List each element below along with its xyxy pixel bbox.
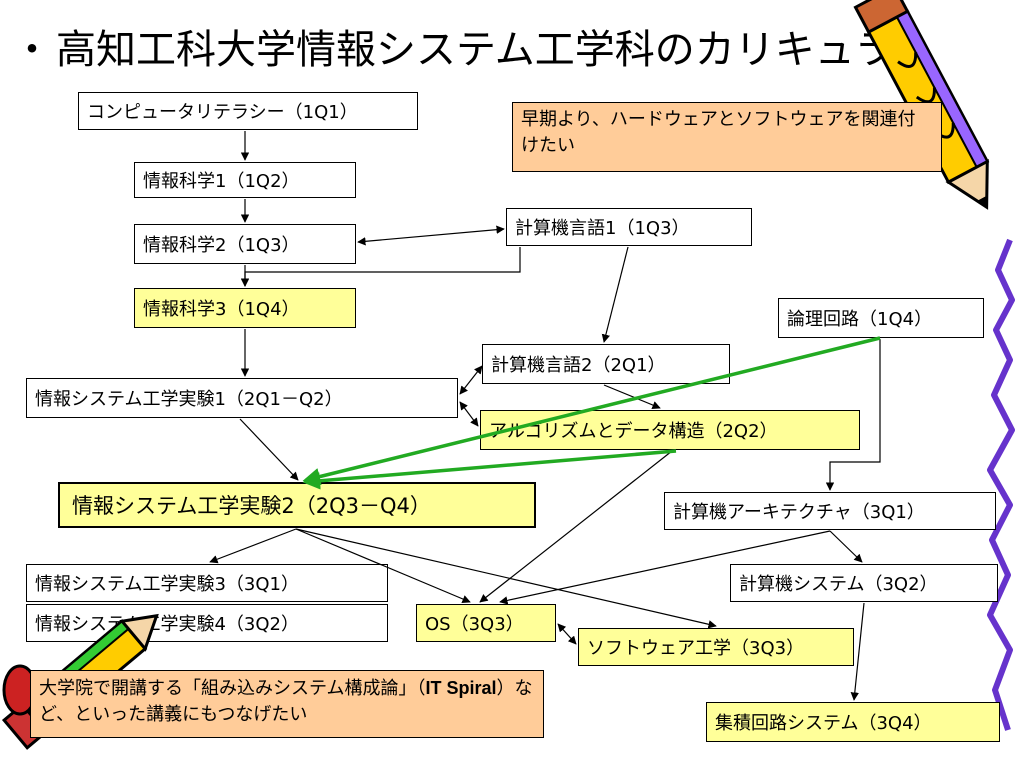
course-info-science-3: 情報科学3（1Q4）: [134, 288, 356, 328]
arrow-sys-to-ic: [850, 602, 865, 701]
note-top-text: 早期より、ハードウェアとソフトウェアを関連付けたい: [521, 109, 916, 156]
course-computer-language-1: 計算機言語1（1Q3）: [506, 208, 752, 246]
arrow-arch-to-sys: [829, 530, 863, 563]
course-experiment-2: 情報システム工学実験2（2Q3－Q4）: [58, 482, 536, 528]
course-computer-literacy: コンピュータリテラシー（1Q1）: [78, 92, 418, 130]
course-computer-language-2: 計算機言語2（2Q1）: [482, 344, 730, 384]
title-text: 高知工科大学情報システム工学科のカリキュラム: [56, 27, 934, 73]
course-info-science-1: 情報科学1（1Q2）: [134, 162, 356, 198]
arrow-lang1-to-lang2: [601, 246, 629, 343]
note-bottom-text-1: 大学院で開講する「組み込みシステム構成論」（: [39, 678, 426, 699]
green-arrow-algo-to-exp2: [302, 449, 677, 490]
arrow-exp1-algo: [459, 401, 479, 427]
course-experiment-3: 情報システム工学実験3（3Q1）: [26, 564, 388, 602]
course-ic-systems: 集積回路システム（3Q4）: [706, 702, 1000, 742]
note-bottom: 大学院で開講する「組み込みシステム構成論」（IT Spiral）など、といった講…: [30, 670, 544, 738]
course-software-engineering: ソフトウェア工学（3Q3）: [578, 628, 854, 666]
note-bottom-text-2: ）など、といった講義にもつなげたい: [39, 678, 533, 725]
course-experiment-1: 情報システム工学実験1（2Q1－Q2）: [26, 378, 458, 418]
course-computer-architecture: 計算機アーキテクチャ（3Q1）: [664, 492, 996, 530]
course-computer-systems: 計算機システム（3Q2）: [730, 564, 998, 602]
course-experiment-4: 情報システム工学実験4（3Q2）: [26, 604, 388, 642]
arrow-exp1-lang2: [459, 365, 483, 395]
arrow-exp1-to-exp2: [239, 418, 299, 481]
arrow-os-se: [557, 623, 577, 645]
course-info-science-2: 情報科学2（1Q3）: [134, 224, 356, 264]
arrow-exp2-to-exp3: [209, 528, 297, 564]
slide-title: ・高知工科大学情報システム工学科のカリキュラム: [12, 20, 934, 80]
title-bullet: ・: [12, 27, 52, 73]
course-os: OS（3Q3）: [416, 604, 556, 642]
arrow-lang2-to-algo: [603, 384, 661, 410]
course-algorithms: アルゴリズムとデータ構造（2Q2）: [480, 410, 860, 450]
note-top: 早期より、ハードウェアとソフトウェアを関連付けたい: [512, 102, 942, 172]
note-bottom-bold: IT Spiral: [425, 678, 497, 698]
course-logic-circuits: 論理回路（1Q4）: [778, 298, 984, 338]
arrow-sci2-lang1: [357, 225, 505, 246]
